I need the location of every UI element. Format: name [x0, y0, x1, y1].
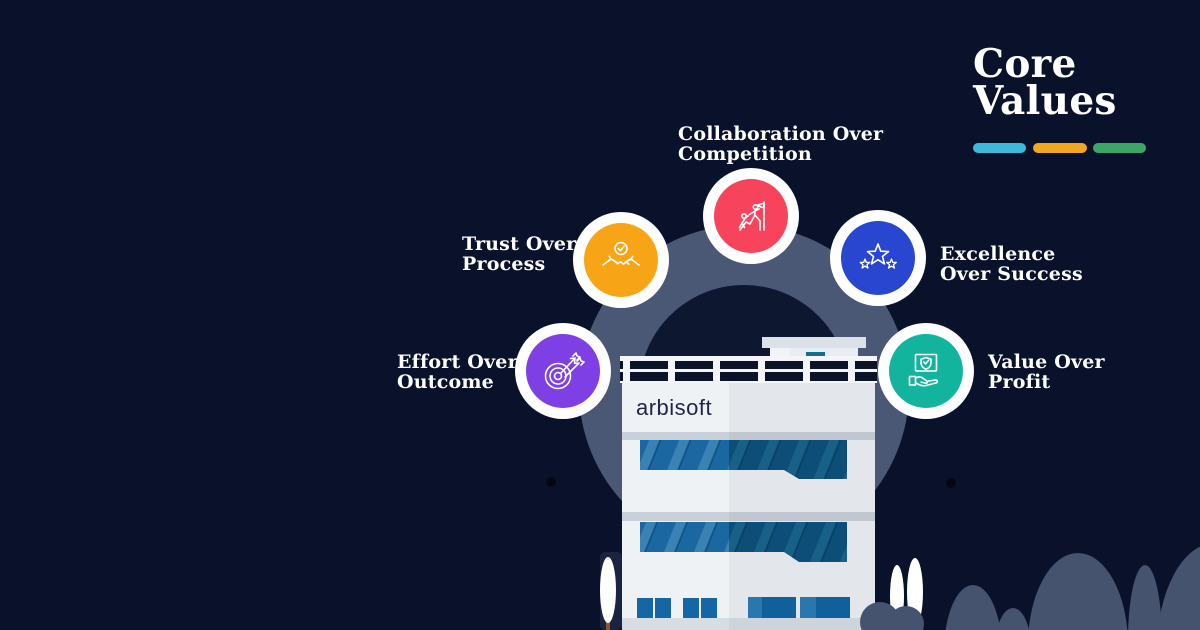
label-excellence: Excellence Over Success — [940, 243, 1083, 285]
three-stars-icon — [859, 243, 897, 269]
title-accent-pill-cyan — [973, 143, 1026, 153]
target-arrows-icon — [544, 352, 585, 390]
hand-shield-icon — [908, 353, 939, 387]
value-circle-collaboration — [703, 168, 799, 264]
office-building: arbisoft — [620, 337, 877, 630]
bushes — [860, 546, 1200, 630]
label-value: Value Over Profit — [988, 351, 1105, 393]
title-accent-pill-orange — [1033, 143, 1087, 153]
handshake-check-icon — [602, 241, 640, 266]
label-trust: Trust Over Process — [462, 233, 577, 275]
label-collaboration: Collaboration Over Competition — [678, 123, 884, 165]
value-circle-effort — [515, 323, 611, 419]
window-band-2 — [640, 522, 847, 562]
tree-left — [600, 557, 616, 623]
title-accent-pill-green — [1093, 143, 1146, 153]
facade-right — [729, 383, 875, 630]
value-circle-trust — [573, 212, 669, 308]
climbers-flag-icon — [738, 201, 765, 231]
roof-railing — [620, 356, 877, 383]
ground-floor-windows — [637, 597, 850, 620]
window-band-1 — [640, 440, 847, 479]
label-effort: Effort Over Outcome — [397, 351, 518, 393]
building-logo-text: arbisoft — [636, 395, 712, 420]
facade-left — [622, 383, 729, 630]
dot-right — [946, 478, 956, 488]
page-title: Core Values — [973, 41, 1117, 124]
value-circle-excellence — [830, 210, 926, 306]
dot-left — [546, 477, 556, 487]
value-circle-value — [878, 323, 974, 419]
